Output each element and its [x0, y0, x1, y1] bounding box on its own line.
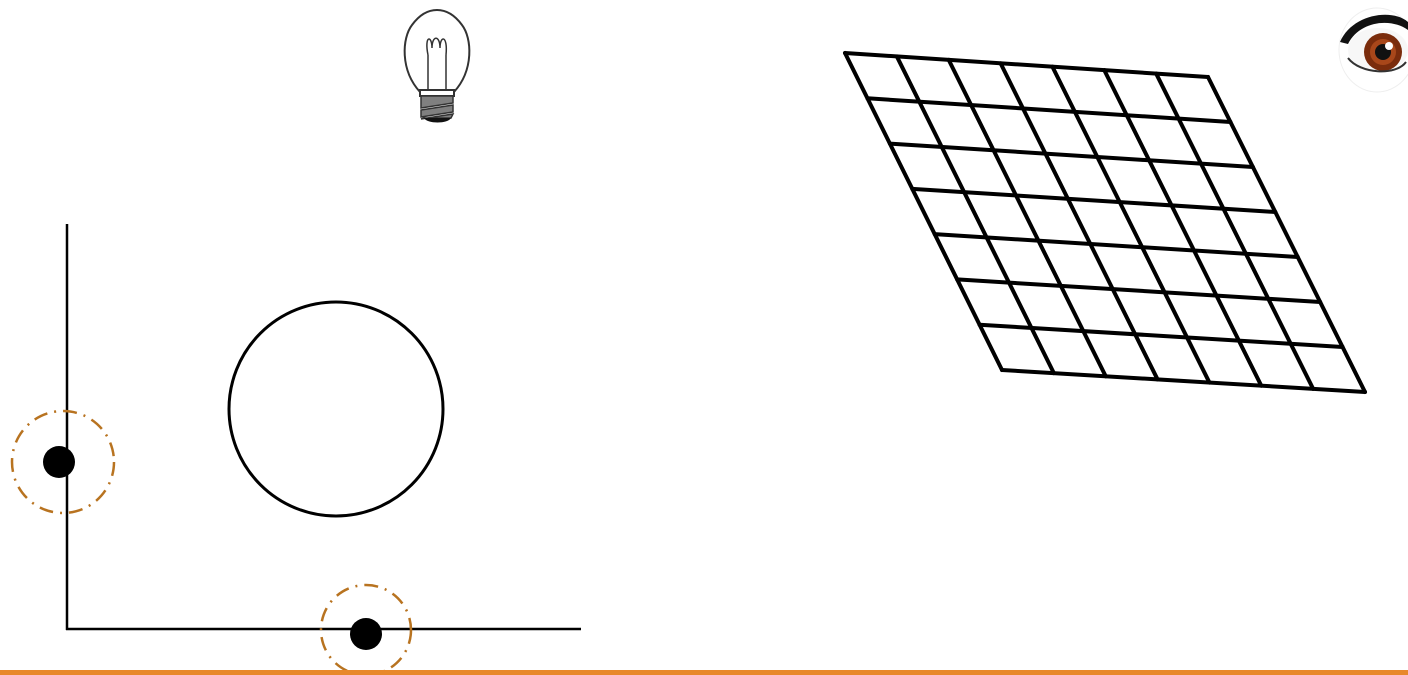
- bottom-rule: [0, 670, 1408, 675]
- circle-shape: [227, 300, 445, 518]
- eye-glint: [1385, 42, 1393, 50]
- grid-row-line: [932, 232, 1300, 259]
- grid-column-line: [1154, 71, 1316, 391]
- eye-lid: [1340, 14, 1408, 44]
- highlight-ring: [319, 583, 413, 675]
- highlight-ring: [10, 409, 116, 515]
- grid-row-line: [1000, 368, 1367, 394]
- grid-row-line: [910, 186, 1278, 214]
- grid-column-line: [946, 57, 1108, 379]
- grid-row-line: [865, 96, 1233, 124]
- grid-column-line: [1050, 64, 1212, 385]
- grid-row-line: [843, 51, 1210, 79]
- grid-row-line: [977, 322, 1345, 349]
- perspective-grid: [843, 51, 1367, 394]
- grid-row-line: [887, 141, 1255, 169]
- bulb-tip: [424, 118, 451, 123]
- grid-row-line: [955, 277, 1323, 304]
- coordinate-axes: [65, 224, 581, 631]
- grid-column-line: [843, 51, 1004, 372]
- point-dot: [43, 446, 75, 478]
- bulb-neck: [419, 89, 455, 97]
- eye-lower-lid: [1347, 57, 1407, 73]
- light-bulb-icon: [403, 8, 471, 123]
- grid-column-line: [998, 61, 1160, 382]
- grid-column-line: [894, 54, 1056, 376]
- eye-icon: [1338, 7, 1408, 93]
- marked-point-vertical-axis: [10, 409, 116, 515]
- grid-column-line: [1206, 75, 1367, 394]
- bulb-filament: [426, 37, 448, 92]
- point-dot: [350, 618, 382, 650]
- marked-point-horizontal-axis: [319, 583, 413, 675]
- bulb-glass: [403, 8, 471, 93]
- bulb-screw-base: [420, 95, 455, 120]
- grid-column-line: [1102, 68, 1264, 388]
